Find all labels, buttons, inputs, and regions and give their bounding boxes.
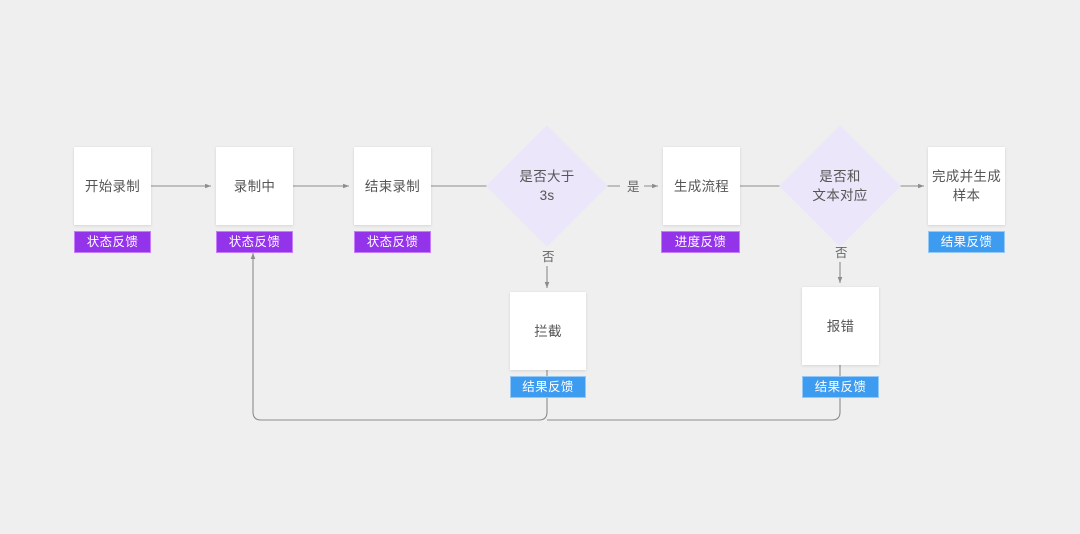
node-label-end-recording: 结束录制 — [364, 178, 421, 194]
badge-label-generate-process: 进度反馈 — [674, 234, 727, 249]
node-start-recording[interactable]: 开始录制 — [74, 147, 151, 225]
badge-end-recording[interactable]: 状态反馈 — [354, 231, 431, 253]
node-longer-than-3s[interactable]: 是否大于 3s — [486, 125, 608, 247]
badge-generate-process[interactable]: 进度反馈 — [661, 231, 740, 253]
edge-label-no-match: 否 — [831, 245, 852, 261]
node-label-start-recording: 开始录制 — [84, 178, 141, 194]
badge-label-finish-sample: 结果反馈 — [940, 234, 993, 249]
badge-block[interactable]: 结果反馈 — [510, 376, 586, 398]
node-label-block: 拦截 — [534, 323, 562, 339]
badge-label-end-recording: 状态反馈 — [366, 234, 419, 249]
node-label-generate-process: 生成流程 — [673, 178, 730, 194]
node-end-recording[interactable]: 结束录制 — [354, 147, 431, 225]
edge-error-back-to-recording — [547, 365, 841, 421]
node-generate-process[interactable]: 生成流程 — [663, 147, 740, 225]
node-recording[interactable]: 录制中 — [216, 147, 293, 225]
badge-start-recording[interactable]: 状态反馈 — [74, 231, 151, 253]
node-label-finish-sample: 完成并生成 样本 — [932, 169, 1001, 203]
node-label-longer-than-3s: 是否大于 3s — [519, 169, 575, 203]
badge-label-recording: 状态反馈 — [228, 234, 281, 249]
node-label-recording: 录制中 — [233, 178, 276, 194]
badge-finish-sample[interactable]: 结果反馈 — [928, 231, 1005, 253]
badge-recording[interactable]: 状态反馈 — [216, 231, 293, 253]
node-matches-text[interactable]: 是否和 文本对应 — [779, 125, 901, 247]
badge-error[interactable]: 结果反馈 — [802, 376, 879, 398]
badge-label-error: 结果反馈 — [814, 379, 867, 394]
node-label-matches-text: 是否和 文本对应 — [812, 169, 868, 203]
edge-label-no-3s: 否 — [538, 249, 559, 265]
edge-label-yes-3s: 是 — [623, 179, 644, 195]
badge-label-start-recording: 状态反馈 — [86, 234, 139, 249]
node-finish-sample[interactable]: 完成并生成 样本 — [928, 147, 1005, 225]
badge-label-block: 结果反馈 — [522, 379, 574, 394]
node-error[interactable]: 报错 — [802, 287, 879, 365]
node-label-error: 报错 — [826, 318, 855, 334]
node-block[interactable]: 拦截 — [510, 292, 586, 370]
edge-block-back-to-recording — [250, 253, 548, 421]
